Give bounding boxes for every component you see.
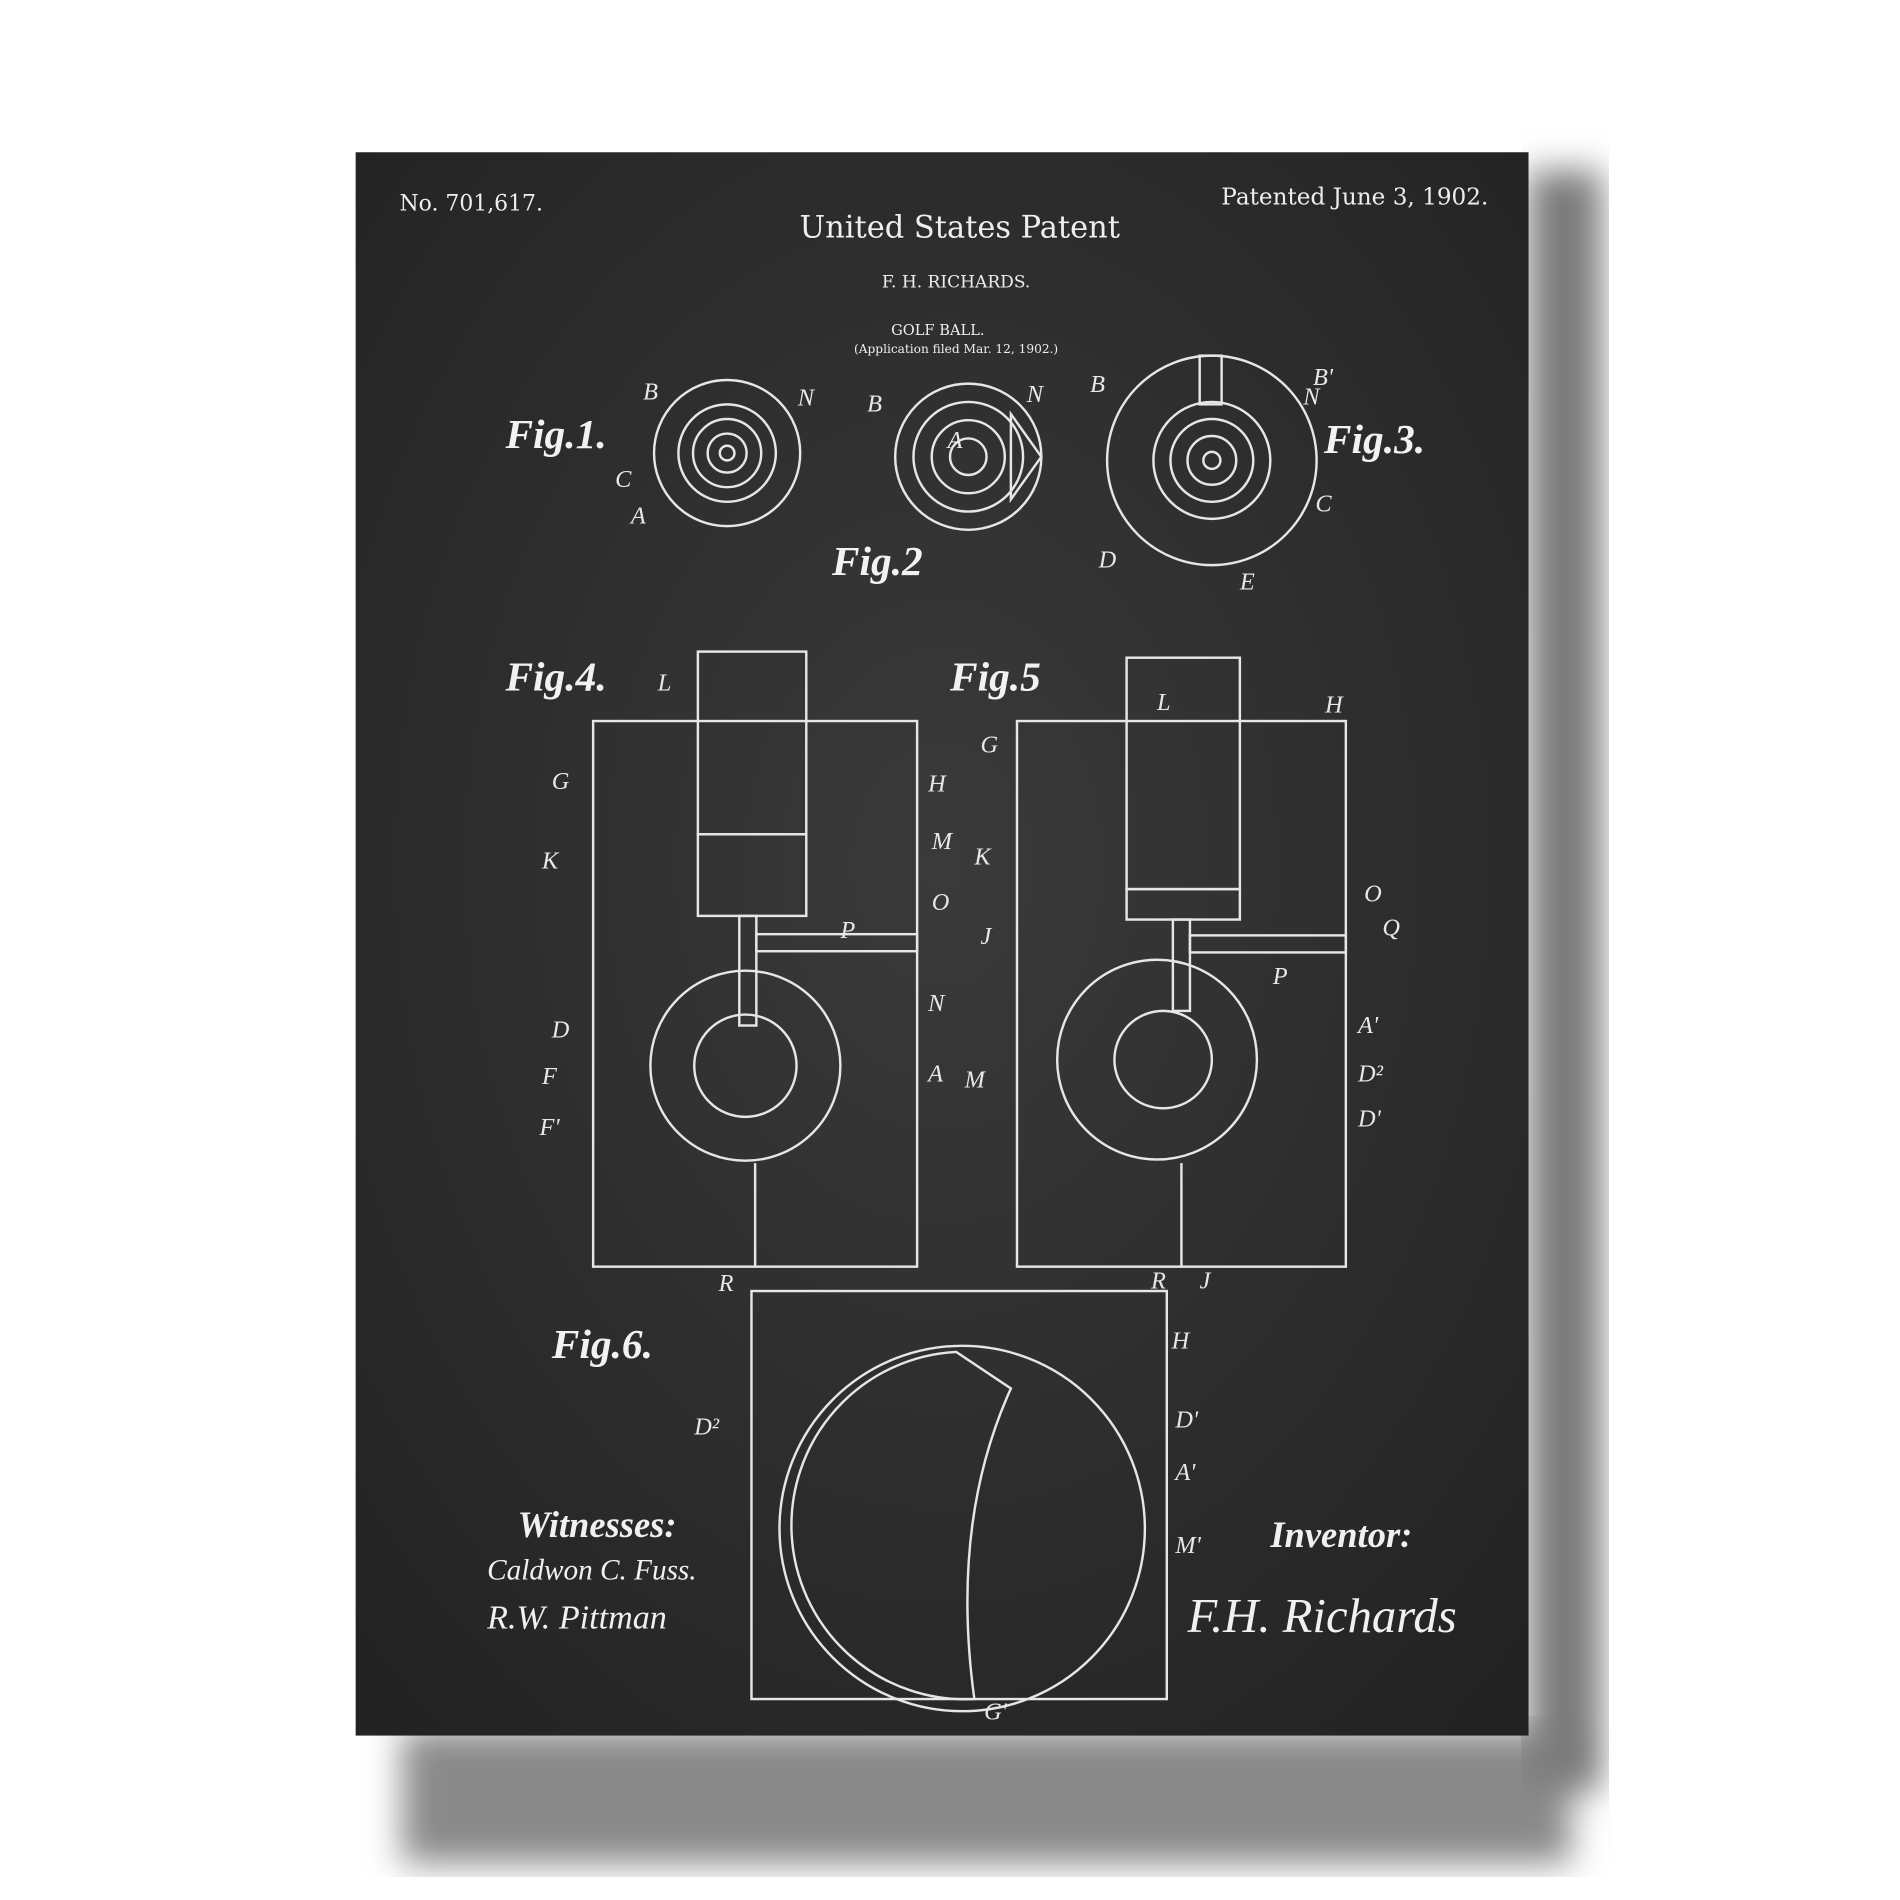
svg-text:D': D' [1357,1106,1382,1133]
canvas-shadow-right [1529,171,1602,1791]
svg-text:M: M [931,828,954,855]
application-date: (Application filed Mar. 12, 1902.) [854,342,1058,356]
svg-text:J: J [1200,1268,1212,1295]
svg-text:A': A' [1173,1459,1196,1486]
svg-text:M': M' [1174,1532,1201,1559]
svg-text:D': D' [1174,1406,1199,1433]
canvas-shadow-bottom [402,1729,1571,1863]
svg-text:C: C [615,466,632,493]
svg-text:P: P [1272,963,1288,990]
inventor-heading: Inventor: [1269,1514,1412,1555]
svg-text:B: B [643,378,658,405]
witnesses-heading: Witnesses: [518,1504,677,1545]
svg-text:A: A [926,1061,943,1088]
svg-text:P: P [839,917,855,944]
svg-text:G: G [980,732,998,759]
witness-2-signature: R.W. Pittman [486,1599,667,1636]
svg-text:F: F [541,1063,558,1090]
inventor-signature: F.H. Richards [1187,1589,1457,1643]
figure-3-label: Fig.3. [1323,416,1425,462]
svg-text:H: H [1171,1327,1191,1354]
inventor-name: F. H. RICHARDS. [882,272,1031,292]
figure-2-label: Fig.2 [831,538,923,584]
svg-text:O: O [932,889,950,916]
invention-name: GOLF BALL. [891,322,984,339]
svg-text:D: D [551,1017,570,1044]
figure-6-label: Fig.6. [551,1321,653,1367]
svg-text:G: G [552,768,570,795]
patent-title: United States Patent [799,211,1120,246]
svg-text:R: R [1150,1268,1166,1295]
svg-text:M: M [964,1067,987,1094]
witness-1-signature: Caldwon C. Fuss. [487,1555,696,1587]
svg-text:N: N [797,385,816,412]
svg-text:A': A' [1356,1012,1379,1039]
svg-text:H: H [1324,692,1344,719]
svg-text:A: A [946,427,963,454]
svg-text:N: N [1302,383,1321,410]
figure-5-label: Fig.5 [949,654,1041,700]
patent-number: No. 701,617. [399,192,542,217]
svg-text:H: H [927,771,947,798]
svg-text:R: R [718,1270,734,1297]
svg-text:N: N [1026,381,1045,408]
svg-text:D²: D² [693,1414,720,1441]
svg-text:A: A [629,503,646,530]
svg-text:Q: Q [1382,914,1400,941]
svg-text:D²: D² [1357,1061,1384,1088]
svg-text:C: C [1315,491,1332,518]
svg-text:K: K [541,847,560,874]
svg-text:J: J [980,923,992,950]
svg-text:K: K [973,844,992,871]
figure-1-label: Fig.1. [504,411,606,457]
patent-date: Patented June 3, 1902. [1221,185,1488,211]
svg-text:B: B [1090,371,1105,398]
svg-text:N: N [927,990,946,1017]
svg-text:G': G' [984,1699,1008,1726]
svg-text:D: D [1098,547,1117,574]
svg-text:E: E [1239,568,1255,595]
svg-text:O: O [1364,880,1382,907]
svg-text:L: L [657,670,672,697]
svg-text:F': F' [539,1114,561,1141]
svg-text:B: B [867,391,882,418]
figure-4-label: Fig.4. [504,654,606,700]
svg-text:L: L [1156,689,1171,716]
